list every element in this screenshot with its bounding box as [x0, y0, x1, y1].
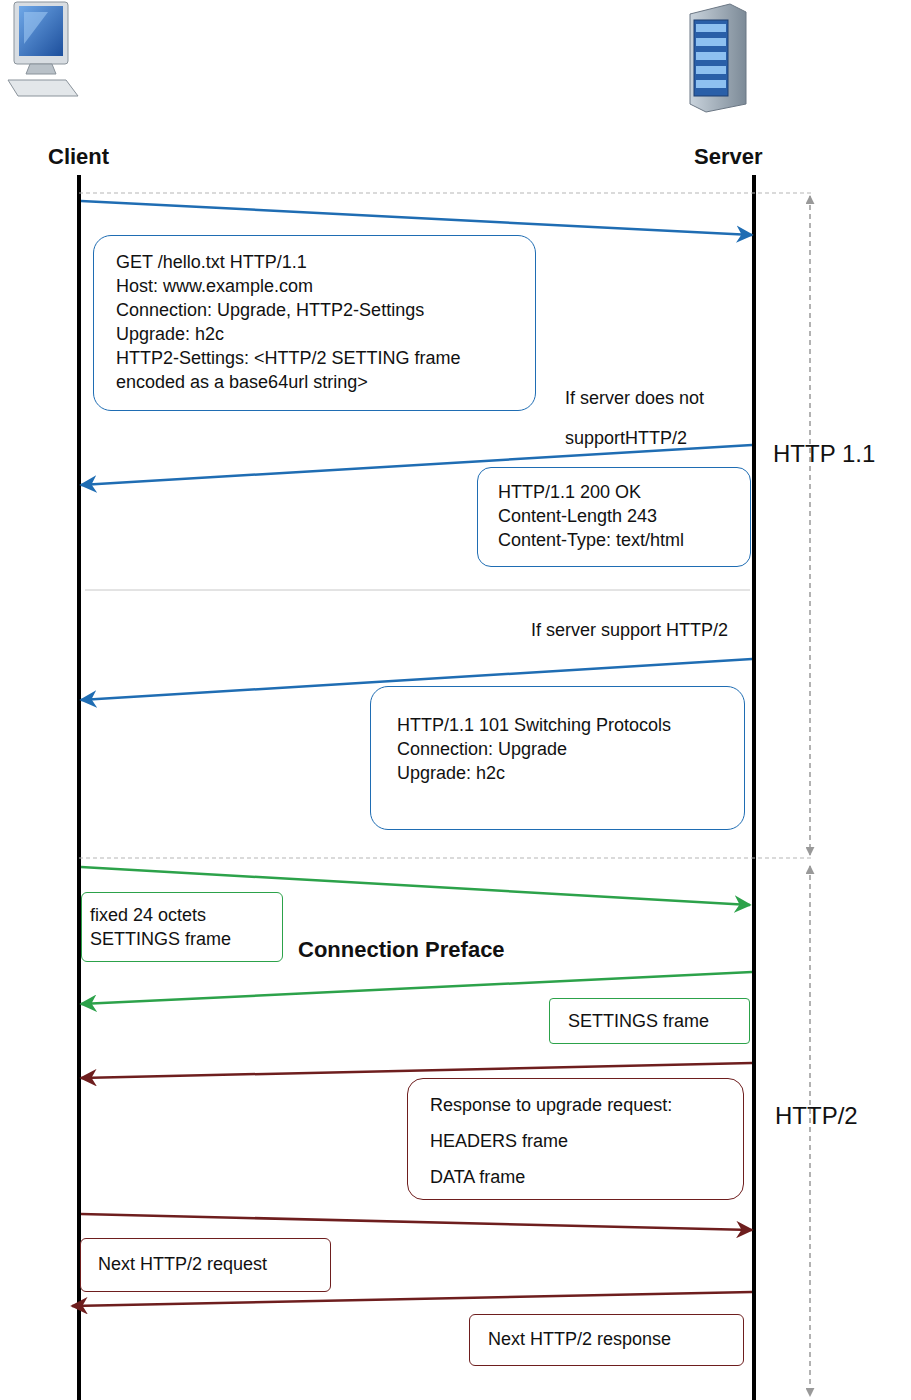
message-box: Next HTTP/2 request: [80, 1238, 331, 1292]
client-lifeline: [77, 175, 81, 1400]
phase-label: HTTP 1.1: [773, 440, 909, 468]
phase-separator: [79, 858, 812, 859]
message-arrow: [81, 201, 752, 235]
message-text: Content-Type: text/html: [498, 528, 740, 552]
message-text: Connection: Upgrade: [397, 737, 734, 761]
condition-note: If server support HTTP/2: [470, 620, 728, 641]
message-box: fixed 24 octetsSETTINGS frame: [81, 892, 283, 962]
message-text: Host: www.example.com: [116, 274, 521, 298]
actor-label: Client: [48, 144, 168, 170]
message-box: Next HTTP/2 response: [469, 1314, 744, 1366]
message-text: HTTP/1.1 200 OK: [498, 480, 740, 504]
message-text: Upgrade: h2c: [116, 322, 521, 346]
message-text: Next HTTP/2 response: [488, 1327, 735, 1351]
client-icon: [8, 2, 78, 96]
message-box: SETTINGS frame: [549, 998, 750, 1044]
phase-bracket: [809, 866, 811, 1396]
message-text: Response to upgrade request:: [430, 1093, 733, 1117]
message-text: HTTP2-Settings: <HTTP/2 SETTING frame en…: [116, 346, 521, 394]
message-text: HEADERS frame: [430, 1129, 733, 1153]
server-lifeline: [752, 175, 756, 1400]
message-text: SETTINGS frame: [90, 927, 274, 951]
actor-label: Server: [694, 144, 814, 170]
message-text: fixed 24 octets: [90, 903, 274, 927]
message-arrow: [81, 1214, 752, 1230]
phase-bracket: [809, 196, 811, 855]
message-text: HTTP/1.1 101 Switching Protocols: [397, 713, 734, 737]
message-box: GET /hello.txt HTTP/1.1Host: www.example…: [93, 235, 536, 411]
message-arrow: [81, 1063, 752, 1078]
message-text: SETTINGS frame: [568, 1009, 741, 1033]
message-text: Connection: Upgrade, HTTP2-Settings: [116, 298, 521, 322]
message-box: Response to upgrade request: HEADERS fram…: [407, 1078, 744, 1200]
phase-label: HTTP/2: [775, 1102, 909, 1130]
message-text: Content-Length 243: [498, 504, 740, 528]
phase-separator: [79, 193, 812, 194]
message-text: Next HTTP/2 request: [98, 1252, 322, 1276]
message-box: HTTP/1.1 200 OKContent-Length 243Content…: [477, 467, 751, 567]
condition-note: If server does not supportHTTP/2: [565, 378, 745, 458]
phase-step-label: Connection Preface: [298, 937, 538, 963]
message-text: DATA frame: [430, 1165, 733, 1189]
message-box: HTTP/1.1 101 Switching ProtocolsConnecti…: [370, 686, 745, 830]
server-icon: [690, 4, 746, 112]
case-separator: [85, 590, 750, 591]
message-text: GET /hello.txt HTTP/1.1: [116, 250, 521, 274]
message-text: Upgrade: h2c: [397, 761, 734, 785]
message-arrow: [72, 1292, 752, 1306]
